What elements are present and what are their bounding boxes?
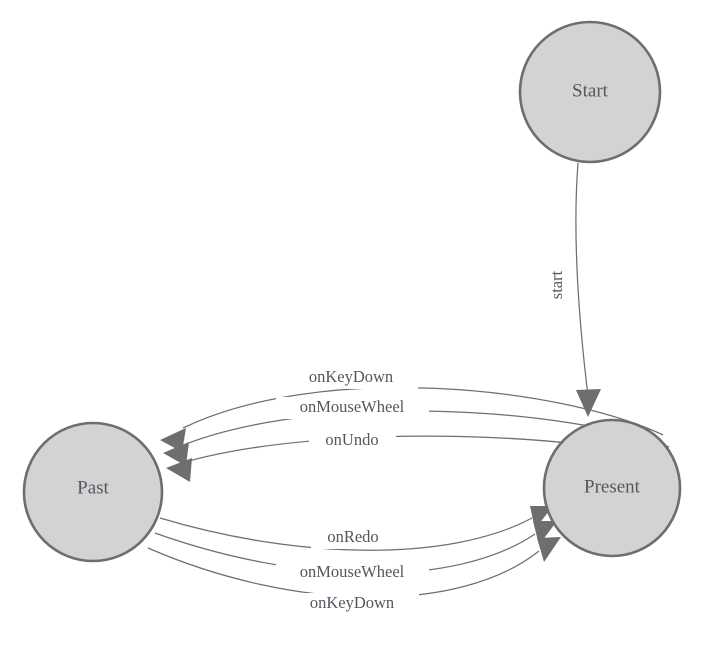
node-start-circle[interactable] xyxy=(518,20,662,164)
edge-label-onkeydown-bottom-backdrop xyxy=(286,593,419,615)
edge-label-present-past-onkeydown: onKeyDown xyxy=(285,367,418,389)
edge-label-start: start xyxy=(547,260,568,310)
edge-path-past-present-onredo xyxy=(159,517,533,551)
arrowhead-into-past-onmousewheel xyxy=(163,442,189,466)
edge-label-onmousewheel-bottom-backdrop xyxy=(276,562,429,584)
edge-label-onmousewheel-top-backdrop xyxy=(276,397,429,419)
node-present-label: Present xyxy=(584,476,641,497)
edge-label-onmousewheel-bottom-text: onMouseWheel xyxy=(300,562,405,581)
edge-path-present-past-onkeydown xyxy=(182,386,664,436)
edge-label-onundo-text: onUndo xyxy=(325,430,378,449)
edge-label-onundo-backdrop xyxy=(309,430,396,452)
node-past-circle[interactable] xyxy=(22,421,164,563)
edge-label-past-present-onredo: onRedo xyxy=(311,527,396,549)
node-start[interactable]: Start xyxy=(518,20,662,164)
node-past[interactable]: Past xyxy=(22,421,164,563)
edge-label-past-present-onmousewheel: onMouseWheel xyxy=(276,562,429,584)
arrowhead-into-present-onkeydown xyxy=(537,537,561,562)
node-present[interactable]: Present xyxy=(542,418,682,558)
node-start-label: Start xyxy=(572,80,609,101)
node-present-circle[interactable] xyxy=(542,418,682,558)
edge-label-present-past-onundo: onUndo xyxy=(309,430,396,452)
edge-start-to-present xyxy=(575,162,601,417)
edge-label-onredo-backdrop xyxy=(311,527,396,549)
arrowhead-into-past-onkeydown xyxy=(160,428,186,452)
arrowhead-into-past-onundo xyxy=(166,458,192,482)
edge-path-start-present xyxy=(575,162,589,397)
edge-label-start-backdrop xyxy=(548,260,568,310)
edge-label-onkeydown-top-backdrop xyxy=(285,367,418,389)
edge-label-onkeydown-top-text: onKeyDown xyxy=(309,367,393,386)
node-past-label: Past xyxy=(77,477,109,498)
edge-label-past-present-onkeydown: onKeyDown xyxy=(286,593,419,615)
edge-label-present-past-onmousewheel: onMouseWheel xyxy=(276,397,429,419)
edge-label-start-text: start xyxy=(547,270,566,299)
arrowhead-into-present-from-start xyxy=(576,389,601,417)
edge-label-onredo-text: onRedo xyxy=(327,527,378,546)
edge-label-onmousewheel-top-text: onMouseWheel xyxy=(300,397,405,416)
edge-present-to-past-onkeydown xyxy=(160,386,664,452)
edge-label-onkeydown-bottom-text: onKeyDown xyxy=(310,593,394,612)
